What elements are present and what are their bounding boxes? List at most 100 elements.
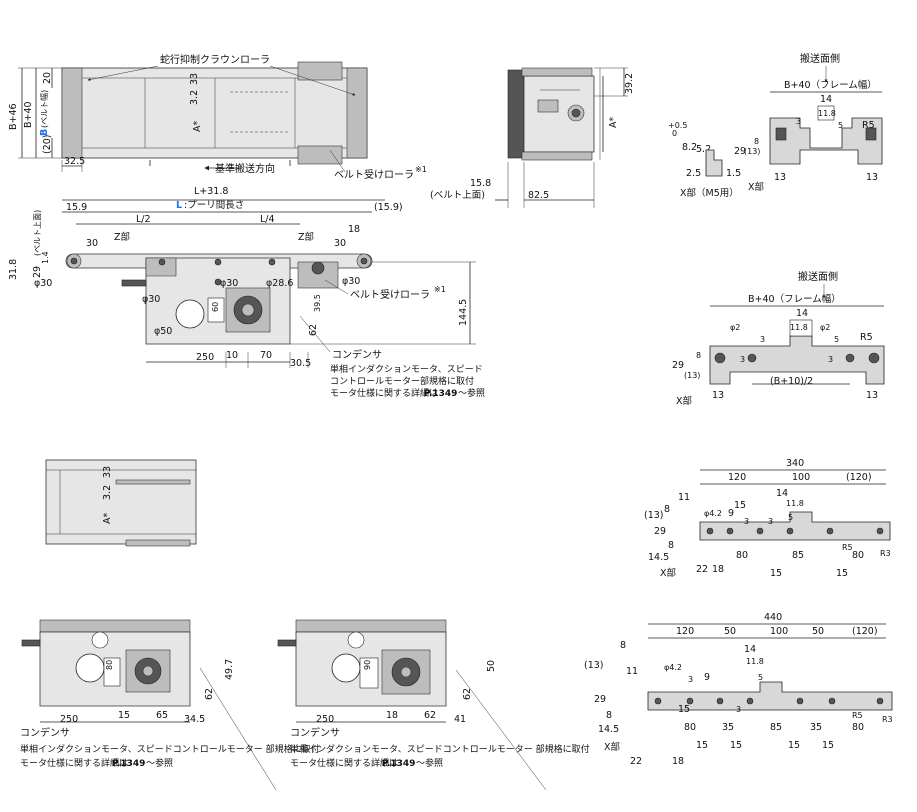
mr-dim-41: 41 <box>454 714 466 725</box>
s340-9: 9 <box>728 508 734 519</box>
s440-15a: 15 <box>696 740 708 751</box>
m5-dim-13a: 13 <box>774 172 786 183</box>
s440-8b: 8 <box>606 710 612 721</box>
s440-100: 100 <box>770 626 788 637</box>
m5-dim-29: 29 <box>734 146 746 157</box>
motor-note: コンデンサ 単相インダクションモータ、スピード コントロールモーター部規格に取付… <box>299 315 485 399</box>
motor-line1: 単相インダクションモータ、スピード <box>330 363 483 375</box>
m5-dim-14: 14 <box>820 94 832 105</box>
dim-belt-width: (ベルト幅) <box>39 90 49 128</box>
front-view: L+31.8 L :プーリ間長さ 15.9 (15.9) L/2 L/4 Z部 … <box>8 186 476 369</box>
front-dim-1-4: 1.4 <box>41 251 50 264</box>
front-phi30-left: φ30 <box>34 278 52 289</box>
front-z-part-b: Z部 <box>298 231 314 243</box>
section-440: 440 120 50 100 50 (120) 8 (13) 11 29 φ4.… <box>584 612 893 767</box>
b10-center: (B+10)/2 <box>770 376 813 387</box>
side-dim-39-2: 39.2 <box>624 73 635 94</box>
mid-dim-3-2: 3.2 <box>102 485 113 500</box>
dim-20b: (20) <box>42 134 53 154</box>
s440-3: 3 <box>688 675 693 684</box>
m5-frame-width: B+40（フレーム幅） <box>784 79 877 91</box>
mr-line2a: モータ仕様に関する詳細は <box>290 757 398 769</box>
b10-x-label: X部 <box>676 395 692 407</box>
ml-dim-34-5: 34.5 <box>184 714 205 725</box>
mr-dim-250: 250 <box>316 714 334 725</box>
s440-15d: 15 <box>822 740 834 751</box>
mr-condenser: コンデンサ <box>290 726 340 739</box>
s440-phi4-2: φ4.2 <box>664 663 682 672</box>
s440-50b: 50 <box>812 626 824 637</box>
s440-80b: 80 <box>852 722 864 733</box>
mid-plan-view: 3.2 33 A* <box>45 459 197 547</box>
s340-15a: 15 <box>770 568 782 579</box>
s440-14: 14 <box>744 644 756 655</box>
motor-right-view: 90 50 62 250 18 62 41 コンデンサ 単相インダクションモータ… <box>277 619 590 791</box>
b10-dim-8: 8 <box>696 351 701 360</box>
front-dim-30-5: 30.5 <box>290 358 311 369</box>
ml-dim-15: 15 <box>118 710 130 721</box>
s340-3: 3 <box>744 517 749 526</box>
note-mark-1: ※1 <box>415 165 427 174</box>
front-dim-62: 62 <box>308 324 319 336</box>
s340-11-8: 11.8 <box>786 499 804 508</box>
mr-dim-90: 90 <box>363 660 372 670</box>
side-dim-a: A* <box>608 117 619 128</box>
b10-dim-3c: 3 <box>828 355 833 364</box>
ml-line2b: P.1349 <box>112 759 145 769</box>
s340-80a: 80 <box>736 550 748 561</box>
b10-dim-13b: 13 <box>866 390 878 401</box>
dim-20a: 20 <box>42 72 53 84</box>
ref-direction-label: 基準搬送方向 <box>215 162 275 175</box>
m5-title: 搬送面側 <box>800 52 840 65</box>
b10-dim-13: (13) <box>684 371 700 380</box>
front-dim-10: 10 <box>226 350 238 361</box>
s340-r3: R3 <box>880 549 891 558</box>
s340-r5: R5 <box>842 543 853 552</box>
mr-dim-62: 62 <box>462 688 473 700</box>
side-belt-top: (ベルト上面) <box>430 190 485 201</box>
s340-15b: 15 <box>836 568 848 579</box>
mr-line1: 単相インダクションモータ、スピードコントロールモーター 部規格に取付 <box>290 743 590 755</box>
front-phi28-6: φ28.6 <box>266 278 293 289</box>
b10-dim-5: 5 <box>834 335 839 344</box>
motor-line3b: P.1349 <box>424 389 457 399</box>
s440-35a: 35 <box>722 722 734 733</box>
b10-phi2a: φ2 <box>730 323 740 332</box>
m5-x-part: X部（M5用） <box>680 187 739 199</box>
ml-dim-62: 62 <box>204 688 215 700</box>
s340-120p: (120) <box>846 472 872 483</box>
mr-dim-62b: 62 <box>424 710 436 721</box>
s340-total: 340 <box>786 458 804 469</box>
s440-35b: 35 <box>810 722 822 733</box>
b10-title: 搬送面側 <box>798 270 838 283</box>
s340-100: 100 <box>792 472 810 483</box>
s340-14-5: 14.5 <box>648 552 669 563</box>
dim-3-2: 3.2 <box>189 90 200 105</box>
m5-dim-5: 5 <box>838 121 843 130</box>
side-view: 39.2 A* 15.8 (ベルト上面) 82.5 <box>430 67 635 208</box>
front-note-mark: ※1 <box>434 285 446 294</box>
mr-dim-50: 50 <box>486 660 497 672</box>
s440-29: 29 <box>594 694 606 705</box>
crown-roller-label: 蛇行抑制クラウンローラ <box>160 53 270 66</box>
dim-b46: B+46 <box>8 103 19 130</box>
front-dim-60: 60 <box>211 302 220 312</box>
b10-dim-3b: 3 <box>740 355 745 364</box>
ml-condenser: コンデンサ <box>20 726 70 739</box>
dim-32-5: 32.5 <box>64 156 85 167</box>
front-phi50: φ50 <box>154 326 172 337</box>
s340-11: 11 <box>678 492 690 503</box>
m5-dim-3: 3 <box>796 117 801 126</box>
s340-85: 85 <box>792 550 804 561</box>
s440-18: 18 <box>672 756 684 767</box>
front-dim-l2: L/2 <box>136 214 151 225</box>
s440-r5: R5 <box>852 711 863 720</box>
s440-9: 9 <box>704 672 710 683</box>
front-dim-70: 70 <box>260 350 272 361</box>
motor-line3c: ～参照 <box>458 387 485 399</box>
b10-phi2b: φ2 <box>820 323 830 332</box>
s340-5: 5 <box>788 513 793 522</box>
s440-15c: 15 <box>788 740 800 751</box>
m5-dim-13: (13) <box>744 147 760 156</box>
s340-phi4-2: φ4.2 <box>704 509 722 518</box>
